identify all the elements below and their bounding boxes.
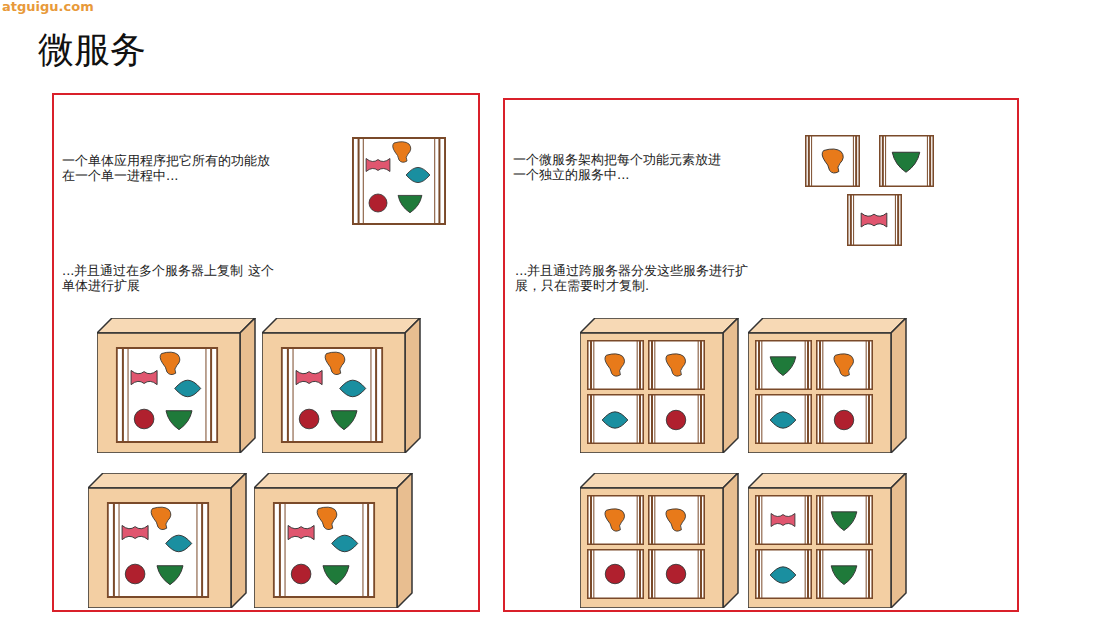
panel-box: 一个微服务架构把每个功能元素放进 一个独立的服务中... ...并且通过跨服务器分…: [503, 98, 1019, 612]
panel-text: 一个微服务架构把每个功能元素放进 一个独立的服务中...: [513, 152, 729, 182]
panel-text: ...并且通过跨服务器分发这些服务进行扩 展，只在需要时才复制.: [515, 263, 753, 293]
watermark: atguigu.com: [2, 0, 94, 14]
panel-box: 一个单体应用程序把它所有的功能放 在一个单一进程中... ...并且通过在多个服务…: [52, 93, 480, 612]
panel-text: 一个单体应用程序把它所有的功能放 在一个单一进程中...: [62, 153, 278, 183]
panel-text: ...并且通过在多个服务器上复制 这个单体进行扩展: [62, 263, 278, 293]
page-title: 微服务: [38, 28, 146, 72]
